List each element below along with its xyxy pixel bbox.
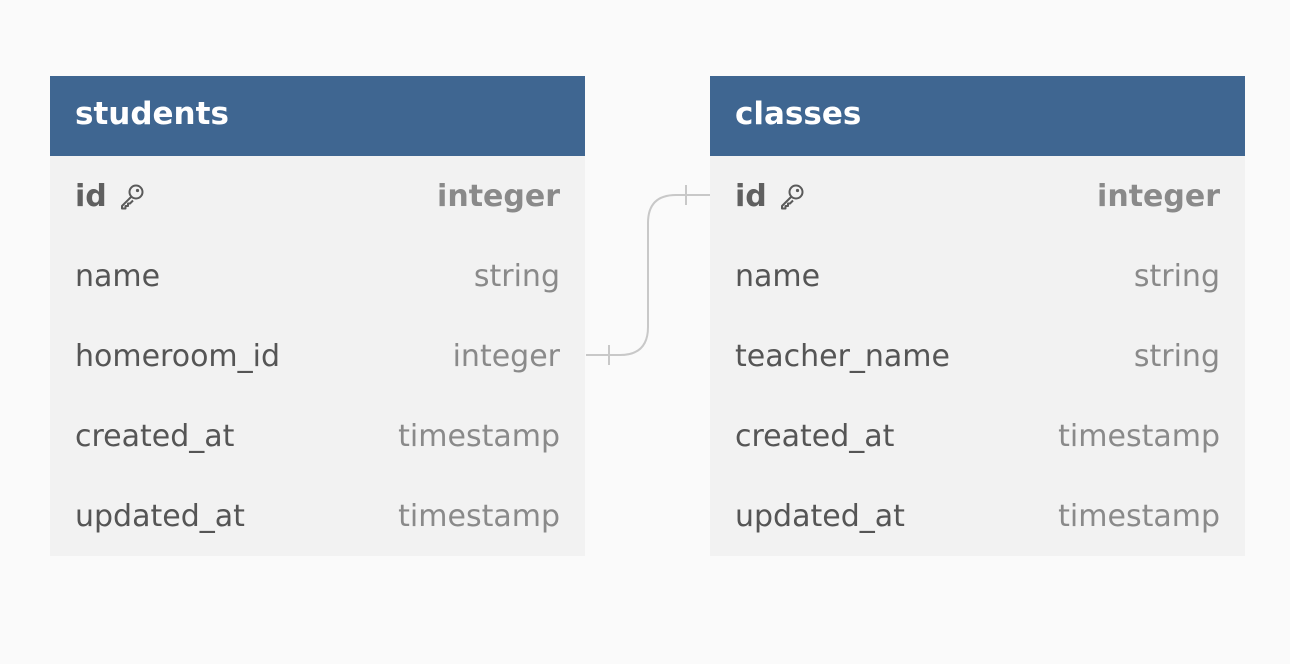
column-type: timestamp: [398, 418, 560, 454]
column-name: homeroom_id: [75, 338, 281, 374]
column-name: id: [735, 179, 807, 214]
column-row-teacher-name[interactable]: teacher_name string: [710, 316, 1245, 396]
table-title: classes: [710, 76, 1245, 156]
column-name: updated_at: [75, 498, 245, 534]
key-icon: [117, 181, 147, 211]
column-type: timestamp: [1058, 498, 1220, 534]
table-classes[interactable]: classes id integer name string teacher_n…: [710, 76, 1245, 556]
column-row-id[interactable]: id integer: [50, 156, 585, 236]
column-type: timestamp: [398, 498, 560, 534]
column-type: string: [473, 258, 560, 294]
column-type: integer: [437, 178, 560, 214]
column-row-created-at[interactable]: created_at timestamp: [50, 396, 585, 476]
column-name: created_at: [735, 418, 895, 454]
key-icon: [777, 181, 807, 211]
column-name: id: [75, 179, 147, 214]
column-row-homeroom-id[interactable]: homeroom_id integer: [50, 316, 585, 396]
column-row-updated-at[interactable]: updated_at timestamp: [50, 476, 585, 556]
table-title: students: [50, 76, 585, 156]
column-type: integer: [1097, 178, 1220, 214]
column-name: updated_at: [735, 498, 905, 534]
column-row-created-at[interactable]: created_at timestamp: [710, 396, 1245, 476]
column-name: name: [75, 258, 161, 294]
column-type: string: [1133, 338, 1220, 374]
column-row-updated-at[interactable]: updated_at timestamp: [710, 476, 1245, 556]
column-row-id[interactable]: id integer: [710, 156, 1245, 236]
column-row-name[interactable]: name string: [710, 236, 1245, 316]
column-name: teacher_name: [735, 338, 950, 374]
table-students[interactable]: students id integer name string homeroom…: [50, 76, 585, 556]
column-type: integer: [452, 338, 560, 374]
column-name: created_at: [75, 418, 235, 454]
column-type: timestamp: [1058, 418, 1220, 454]
column-row-name[interactable]: name string: [50, 236, 585, 316]
column-name: name: [735, 258, 821, 294]
relationship-line: [586, 194, 710, 356]
column-type: string: [1133, 258, 1220, 294]
